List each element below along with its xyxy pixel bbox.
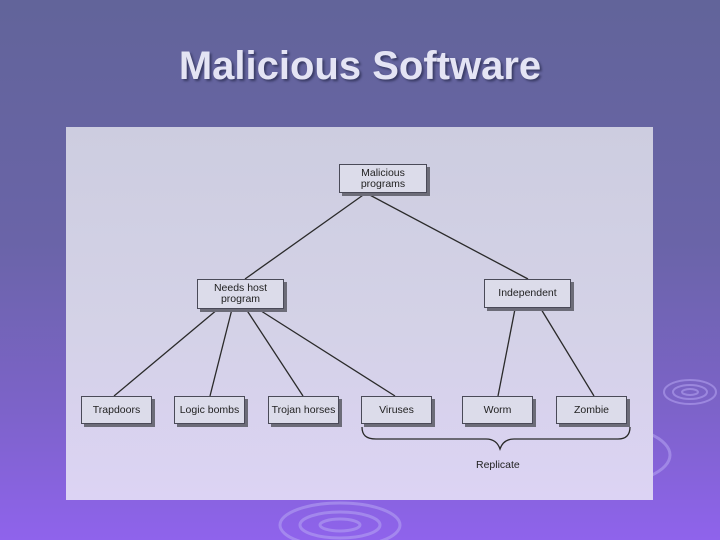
edge-root-independent [365,192,529,280]
edge-independent-zombie [540,308,595,397]
node-malicious-programs-line1: Malicious [361,166,405,179]
node-needs-host-program: Needs host program [197,279,284,309]
node-malicious-programs-line2: programs [360,177,406,190]
diagram-panel: Malicious programs Needs host program In… [66,127,653,500]
leaf-trapdoors: Trapdoors [81,396,152,424]
leaf-logic-bombs: Logic bombs [174,396,245,424]
replicate-brace [361,426,631,452]
edge-needs-host-trojan-horses [245,308,304,397]
node-independent: Independent [484,279,571,308]
edge-needs-host-logic-bombs [209,308,233,397]
node-malicious-programs: Malicious programs [339,164,427,193]
diagram-connectors [113,192,631,452]
edge-needs-host-viruses [257,308,396,397]
edge-root-needs-host [244,192,367,280]
leaf-worm: Worm [462,396,533,424]
leaf-zombie: Zombie [556,396,627,424]
leaf-trojan-horses: Trojan horses [268,396,339,424]
node-needs-host-line2: program [220,293,261,305]
node-needs-host-line1: Needs host [213,282,268,294]
edge-needs-host-trapdoors [113,308,219,397]
edge-independent-worm [497,308,516,397]
leaf-viruses: Viruses [361,396,432,424]
replicate-label: Replicate [476,459,520,471]
slide-title: Malicious Software [178,44,542,88]
